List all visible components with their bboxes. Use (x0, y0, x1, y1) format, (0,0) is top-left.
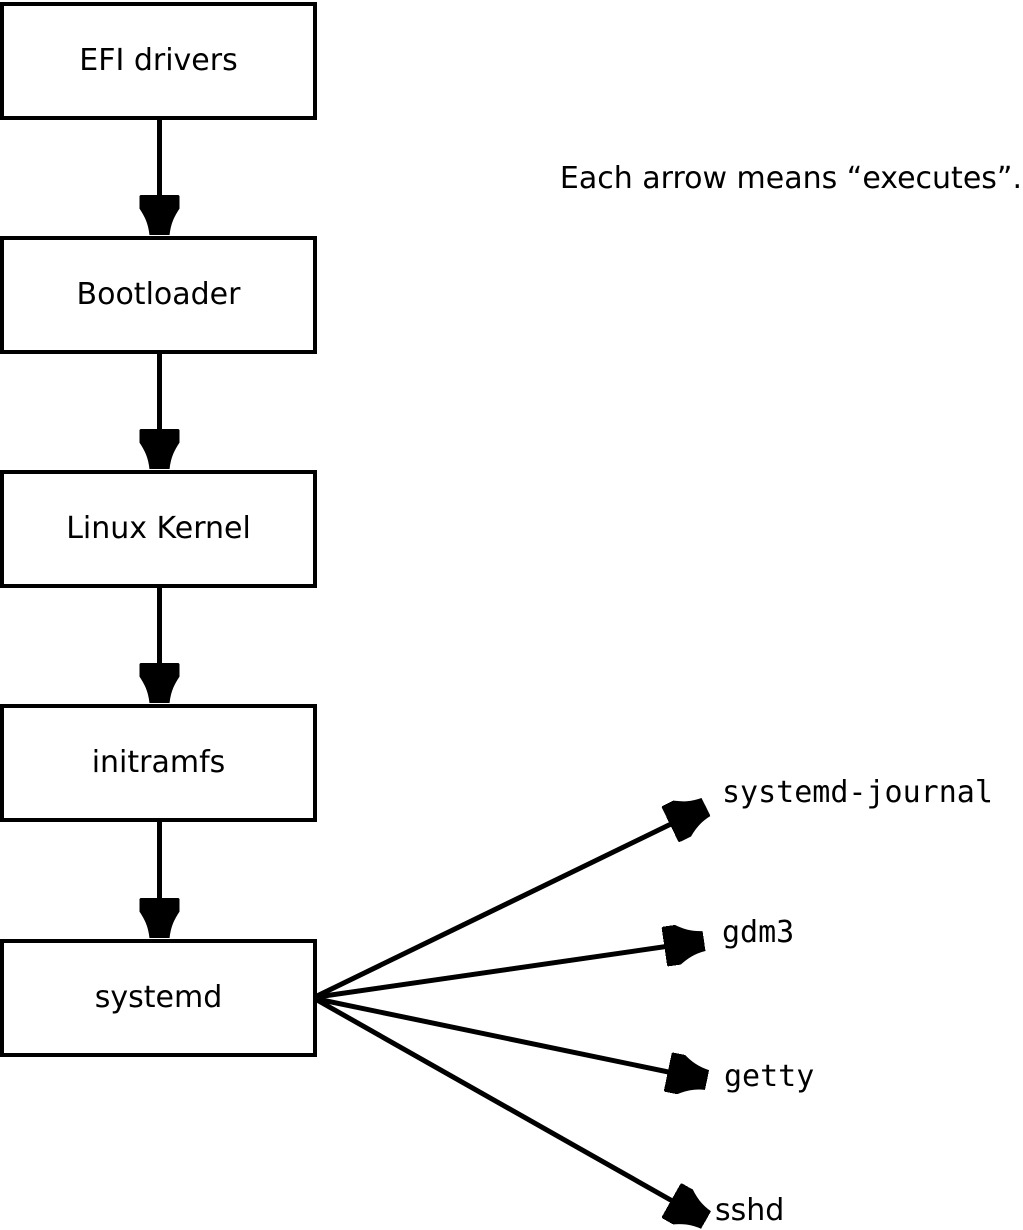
node-bootloader: Bootloader (0, 236, 317, 354)
service-label-systemd-journal: systemd-journal (722, 775, 993, 810)
executes-arrow-systemd-to-journal (315, 807, 706, 999)
executes-arrow-systemd-to-getty (316, 996, 707, 1080)
arrow-meaning-note: Each arrow means “executes”. (559, 161, 1022, 196)
node-initramfs-label: initramfs (91, 745, 226, 780)
service-label-sshd: sshd (715, 1193, 785, 1228)
node-systemd-label: systemd (94, 980, 223, 1015)
node-linux-kernel-label: Linux Kernel (66, 511, 251, 546)
node-initramfs: initramfs (0, 704, 317, 822)
node-systemd: systemd (0, 939, 317, 1057)
node-linux-kernel: Linux Kernel (0, 470, 317, 588)
service-label-getty: getty (724, 1059, 815, 1094)
executes-arrow-systemd-to-sshd (315, 997, 706, 1220)
service-label-gdm3: gdm3 (722, 915, 795, 950)
node-efi-drivers-label: EFI drivers (79, 43, 238, 78)
node-bootloader-label: Bootloader (76, 277, 241, 312)
executes-arrow-systemd-to-gdm3 (316, 941, 704, 1000)
node-efi-drivers: EFI drivers (0, 2, 317, 120)
